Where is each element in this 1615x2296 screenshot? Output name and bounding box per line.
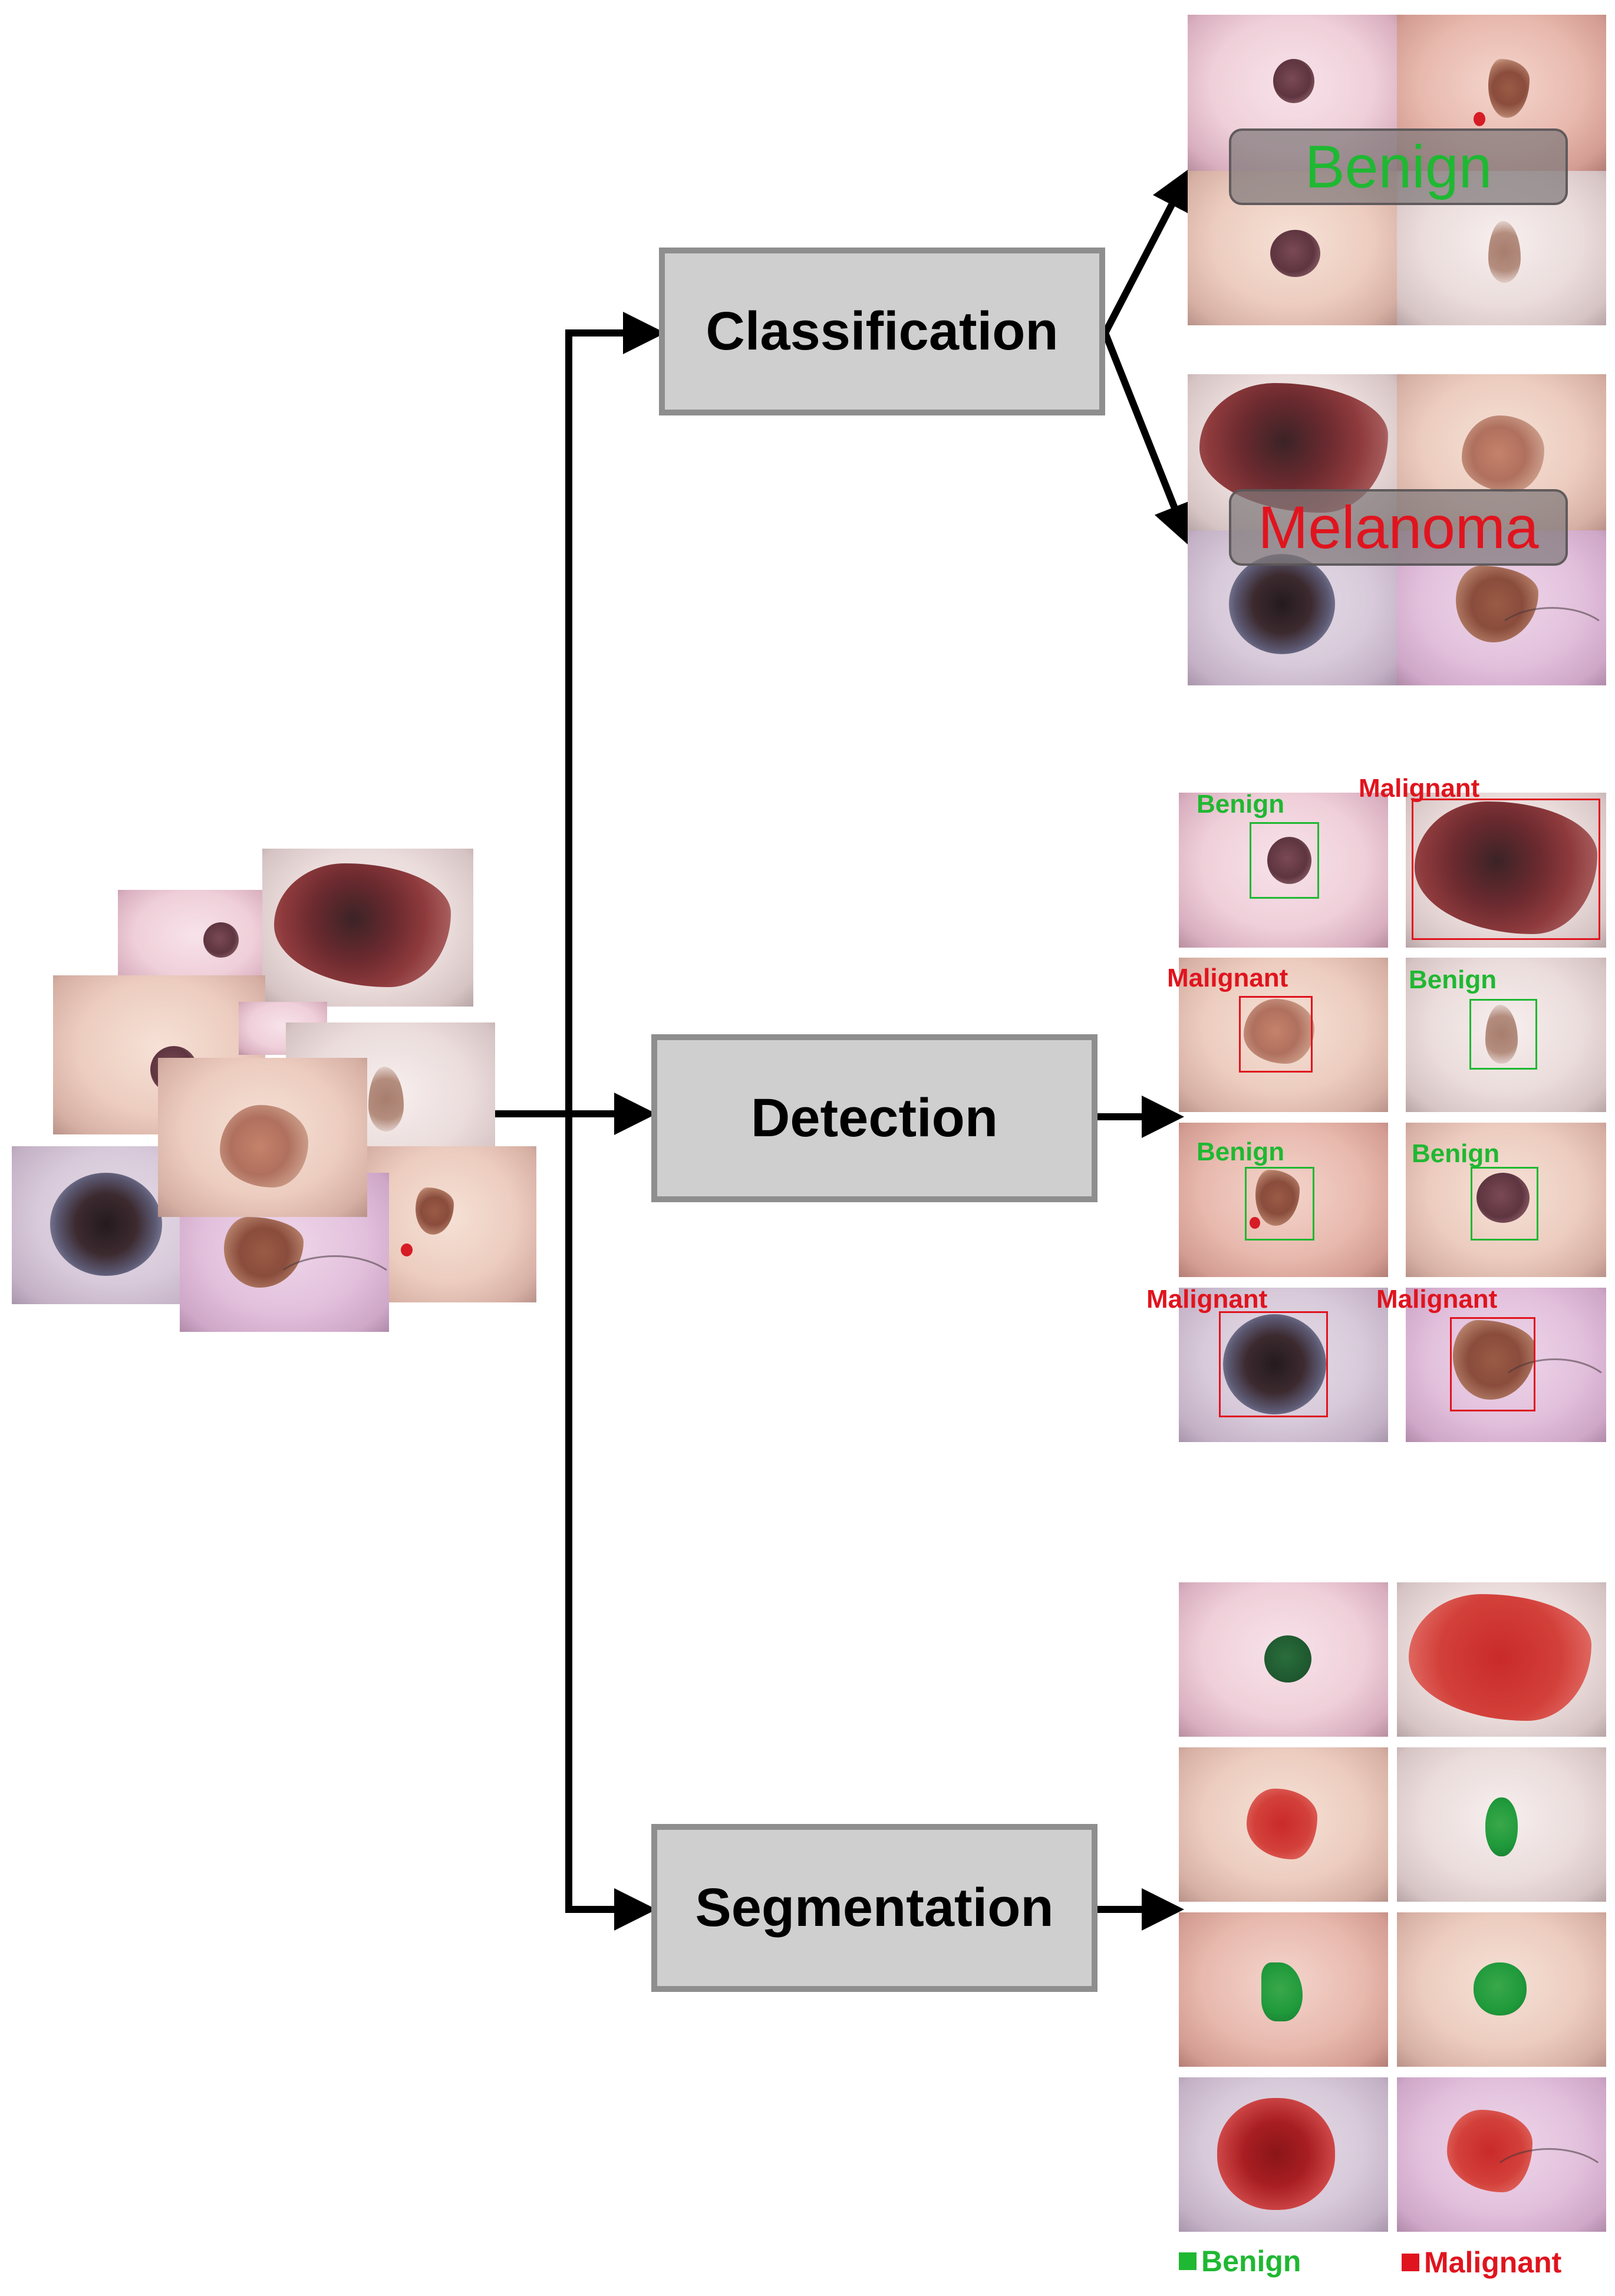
- detection-image-4: [1406, 958, 1606, 1112]
- detection-label-4: Benign: [1409, 965, 1497, 994]
- detection-box-1: [1250, 822, 1319, 899]
- segmentation-box: Segmentation: [651, 1824, 1097, 1992]
- detection-box-8: [1450, 1317, 1535, 1411]
- detection-label: Detection: [750, 1088, 998, 1148]
- detection-box-6: [1471, 1167, 1538, 1241]
- detection-image-3: [1179, 958, 1388, 1112]
- input-image-1: [118, 890, 271, 990]
- segmentation-image-7: [1179, 2077, 1388, 2232]
- detection-label-6: Benign: [1412, 1139, 1500, 1168]
- segmentation-label: Segmentation: [695, 1878, 1054, 1938]
- arrow-to-melanoma: [1102, 331, 1194, 547]
- melanoma-result-text: Melanoma: [1258, 493, 1539, 561]
- segmentation-image-8: [1397, 2077, 1606, 2232]
- detection-label-1: Benign: [1197, 790, 1285, 819]
- detection-label-2: Malignant: [1359, 774, 1480, 803]
- benign-result-pill: Benign: [1229, 128, 1568, 205]
- legend-malignant-swatch: [1402, 2254, 1419, 2271]
- detection-label-7: Malignant: [1146, 1285, 1268, 1314]
- detection-box-3: [1239, 996, 1313, 1073]
- benign-result-text: Benign: [1304, 133, 1492, 200]
- detection-label-8: Malignant: [1376, 1285, 1498, 1314]
- detection-label-3: Malignant: [1167, 964, 1288, 992]
- classification-box: Classification: [659, 248, 1105, 415]
- detection-image-2: [1406, 793, 1606, 948]
- detection-image-6: [1406, 1123, 1606, 1277]
- detection-image-5: [1179, 1123, 1388, 1277]
- arrow-to-benign: [1102, 167, 1192, 335]
- legend-benign: Benign: [1179, 2244, 1301, 2278]
- detection-image-8: [1406, 1288, 1606, 1442]
- legend-malignant: Malignant: [1402, 2245, 1561, 2279]
- detection-box-5: [1245, 1167, 1314, 1241]
- segmentation-image-2: [1397, 1582, 1606, 1737]
- segmentation-image-4: [1397, 1747, 1606, 1902]
- detection-image-7: [1179, 1288, 1388, 1442]
- melanoma-result-pill: Melanoma: [1229, 489, 1568, 566]
- segmentation-image-6: [1397, 1912, 1606, 2067]
- input-image-2: [262, 849, 473, 1007]
- input-image-6: [360, 1146, 536, 1302]
- segmentation-image-1: [1179, 1582, 1388, 1737]
- legend-malignant-label: Malignant: [1424, 2246, 1562, 2279]
- detection-box-2: [1412, 799, 1600, 940]
- segmentation-image-3: [1179, 1747, 1388, 1902]
- legend-benign-label: Benign: [1201, 2245, 1301, 2278]
- detection-label-5: Benign: [1197, 1137, 1285, 1166]
- detection-box-4: [1469, 999, 1537, 1070]
- input-image-9: [158, 1058, 367, 1217]
- segmentation-image-5: [1179, 1912, 1388, 2067]
- detection-image-1: [1179, 793, 1388, 948]
- classification-label: Classification: [706, 301, 1059, 361]
- detection-box: Detection: [651, 1034, 1097, 1202]
- detection-box-7: [1219, 1311, 1328, 1417]
- legend-benign-swatch: [1179, 2252, 1197, 2270]
